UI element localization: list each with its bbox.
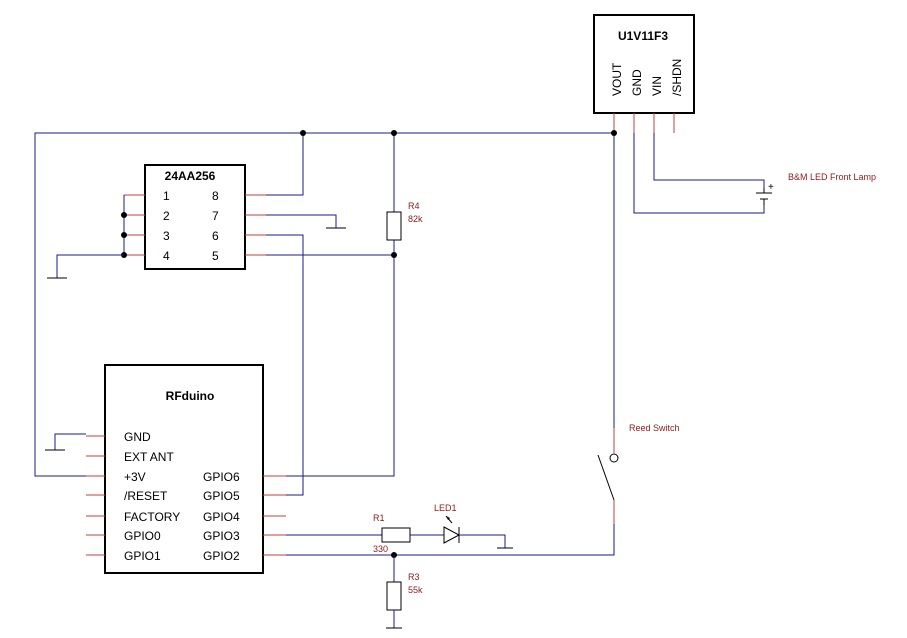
resistor-r3: R3 55k (386, 572, 423, 611)
mcu-pin-gpio5: GPIO5 (203, 489, 240, 503)
regulator-pin-vin: VIN (650, 76, 664, 96)
led1-emission-arrowhead-icon (446, 516, 450, 520)
mcu-rfduino: RFduino GND EXT ANT +3V /RESET FACTORY G… (86, 364, 286, 574)
eeprom-24aa256: 24AA256 1 2 3 4 8 7 6 5 (124, 164, 266, 270)
resistor-r4: R4 82k (386, 201, 423, 241)
resistor-r4-body (386, 211, 402, 241)
mcu-pin-gpio4: GPIO4 (203, 510, 240, 524)
battery-label: B&M LED Front Lamp (788, 172, 876, 182)
junction-dot (611, 130, 617, 136)
resistor-r3-ref: R3 (408, 572, 420, 582)
mcu-body (104, 364, 264, 574)
mcu-pin-gpio3: GPIO3 (203, 529, 240, 543)
eeprom-pin-3: 3 (163, 229, 170, 243)
wire-eeprom-gnd (56, 254, 124, 278)
reed-switch-blade (597, 454, 615, 501)
regulator-pin-gnd: GND (630, 69, 644, 96)
resistor-r3-body (386, 581, 402, 611)
led1-diode-icon (443, 526, 461, 544)
junction-dot (121, 212, 127, 218)
wire-mcu-gnd (54, 433, 86, 450)
resistor-r4-value: 82k (408, 214, 423, 224)
wire-led-gnd (459, 534, 506, 548)
eeprom-body (144, 164, 246, 270)
eeprom-pin-2: 2 (163, 209, 170, 223)
reed-switch-label: Reed Switch (629, 423, 680, 433)
regulator-name: U1V11F3 (618, 29, 668, 43)
mcu-pin-ext-ant: EXT ANT (124, 450, 174, 464)
resistor-r1-value: 330 (373, 544, 388, 554)
wire-vin-battery (653, 133, 765, 188)
junction-dot (121, 232, 127, 238)
junction-dot (391, 130, 397, 136)
wire-gnd-battery (633, 133, 765, 214)
eeprom-name: 24AA256 (165, 169, 216, 183)
mcu-pin-gpio2: GPIO2 (203, 549, 240, 563)
wire-r4-gpio6 (286, 240, 395, 477)
regulator-pin-shdn: /SHDN (670, 59, 684, 96)
eeprom-pin-1: 1 (163, 189, 170, 203)
resistor-r4-ref: R4 (408, 201, 420, 211)
wire-eeprom-vcc (266, 133, 304, 196)
reed-switch-contact-icon (609, 453, 619, 463)
eeprom-pin-8: 8 (212, 189, 219, 203)
junction-dot (300, 130, 306, 136)
resistor-r1-body (381, 527, 411, 543)
mcu-pin-gpio1: GPIO1 (124, 549, 161, 563)
led1: LED1 (434, 503, 461, 544)
resistor-r1-ref: R1 (373, 513, 385, 523)
wire-eeprom-wp (266, 214, 337, 228)
battery-plus-sign: + (768, 182, 774, 193)
mcu-pin-gnd: GND (124, 430, 151, 444)
mcu-name: RFduino (166, 389, 215, 403)
regulator-body (593, 14, 695, 114)
mcu-pin-gpio6: GPIO6 (203, 470, 240, 484)
junction-dot (391, 252, 397, 258)
mcu-pin-3v: +3V (124, 470, 146, 484)
battery-lamp: + B&M LED Front Lamp (633, 133, 876, 214)
reed-switch: Reed Switch (597, 423, 680, 524)
regulator-u1v11f3: U1V11F3 VOUT GND VIN /SHDN (593, 14, 695, 133)
eeprom-pin-5: 5 (212, 249, 219, 263)
eeprom-pin-4: 4 (163, 249, 170, 263)
eeprom-pin-7: 7 (212, 209, 219, 223)
wire-3v-rail (34, 132, 614, 477)
resistor-r1: R1 330 (373, 513, 411, 554)
mcu-pin-reset: /RESET (124, 489, 168, 503)
mcu-pin-factory: FACTORY (124, 510, 180, 524)
wire-scl (266, 234, 304, 496)
led1-ref: LED1 (434, 503, 457, 513)
regulator-pin-vout: VOUT (610, 62, 624, 96)
eeprom-pin-6: 6 (212, 229, 219, 243)
resistor-r3-value: 55k (408, 585, 423, 595)
mcu-pin-gpio0: GPIO0 (124, 529, 161, 543)
